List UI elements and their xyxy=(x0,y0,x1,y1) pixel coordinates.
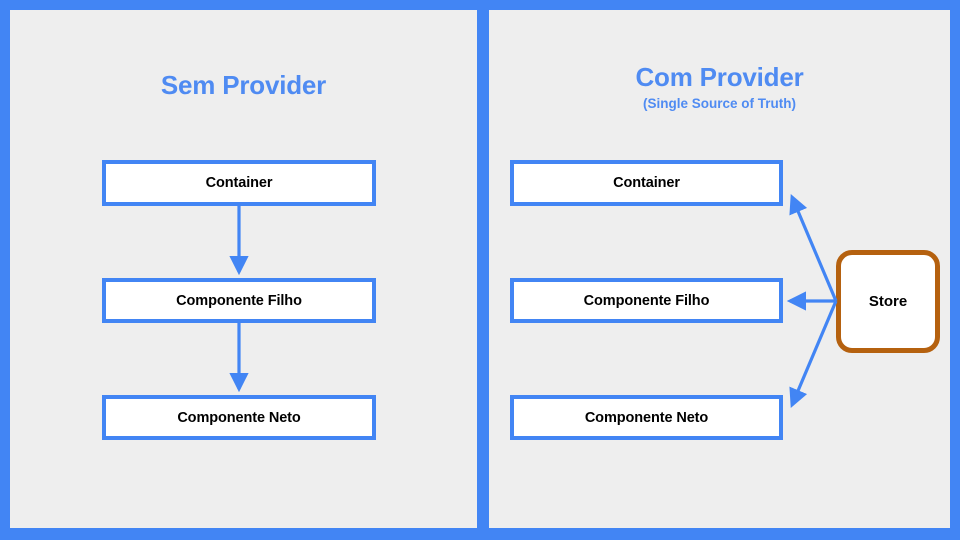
left-node-componente-neto-label: Componente Neto xyxy=(177,409,301,426)
right-node-componente-filho-label: Componente Filho xyxy=(583,292,710,309)
right-panel-title: Com Provider xyxy=(635,62,804,92)
right-node-componente-neto[interactable]: Componente Neto xyxy=(510,395,783,440)
panel-sem-provider: Sem Provider Container Componente Filho … xyxy=(10,10,477,528)
store-box[interactable]: Store xyxy=(836,250,940,353)
left-node-container[interactable]: Container xyxy=(102,160,376,206)
left-node-componente-neto[interactable]: Componente Neto xyxy=(102,395,376,440)
store-box-label: Store xyxy=(868,293,908,310)
right-panel-subtitle: (Single Source of Truth) xyxy=(642,96,796,111)
left-node-componente-filho[interactable]: Componente Filho xyxy=(102,278,376,323)
left-node-componente-filho-label: Componente Filho xyxy=(176,292,302,309)
right-node-container[interactable]: Container xyxy=(510,160,783,206)
left-node-container-label: Container xyxy=(205,175,273,191)
right-node-container-label: Container xyxy=(613,175,680,191)
panel-com-provider: Com Provider (Single Source of Truth) Co… xyxy=(489,10,950,528)
right-node-componente-filho[interactable]: Componente Filho xyxy=(510,278,783,323)
right-node-componente-neto-label: Componente Neto xyxy=(584,409,709,426)
left-panel-title: Sem Provider xyxy=(160,70,327,100)
